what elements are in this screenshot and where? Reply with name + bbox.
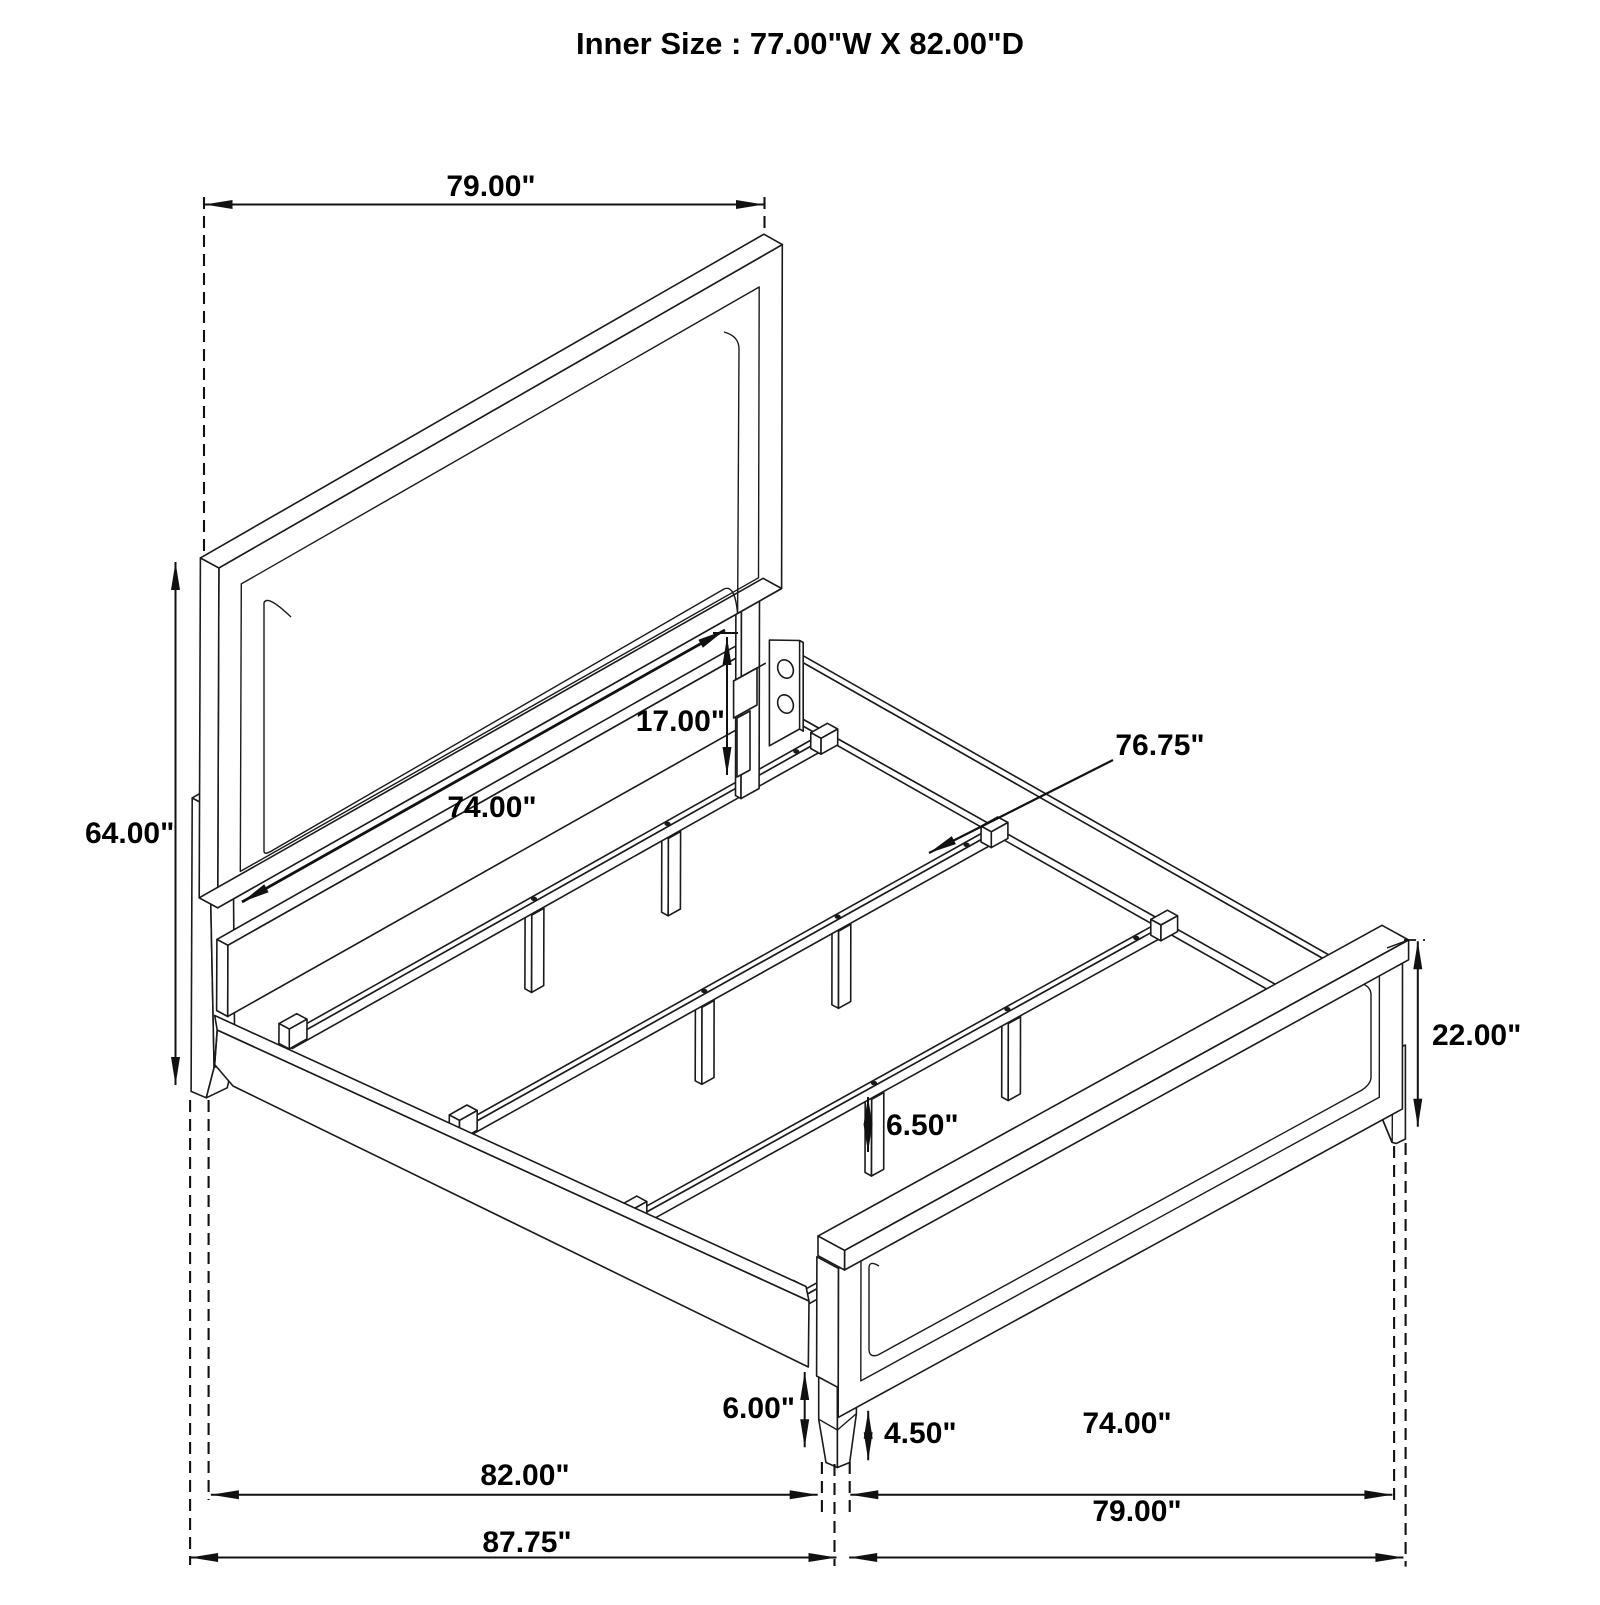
svg-text:76.75": 76.75": [1115, 729, 1204, 762]
svg-text:4.50": 4.50": [884, 1417, 957, 1450]
svg-text:74.00": 74.00": [1082, 1407, 1171, 1440]
svg-text:79.00": 79.00": [446, 170, 535, 203]
svg-text:6.00": 6.00": [722, 1392, 795, 1425]
svg-text:74.00": 74.00": [447, 791, 536, 824]
svg-text:64.00": 64.00": [85, 817, 174, 850]
svg-text:79.00": 79.00": [1092, 1495, 1181, 1528]
svg-text:82.00": 82.00": [480, 1459, 569, 1492]
svg-text:22.00": 22.00": [1432, 1019, 1521, 1052]
svg-text:6.50": 6.50": [886, 1109, 959, 1142]
svg-text:87.75": 87.75": [482, 1526, 571, 1559]
svg-text:17.00": 17.00": [636, 705, 725, 738]
svg-text:Inner Size : 77.00"W X 82.00"D: Inner Size : 77.00"W X 82.00"D: [576, 26, 1024, 61]
